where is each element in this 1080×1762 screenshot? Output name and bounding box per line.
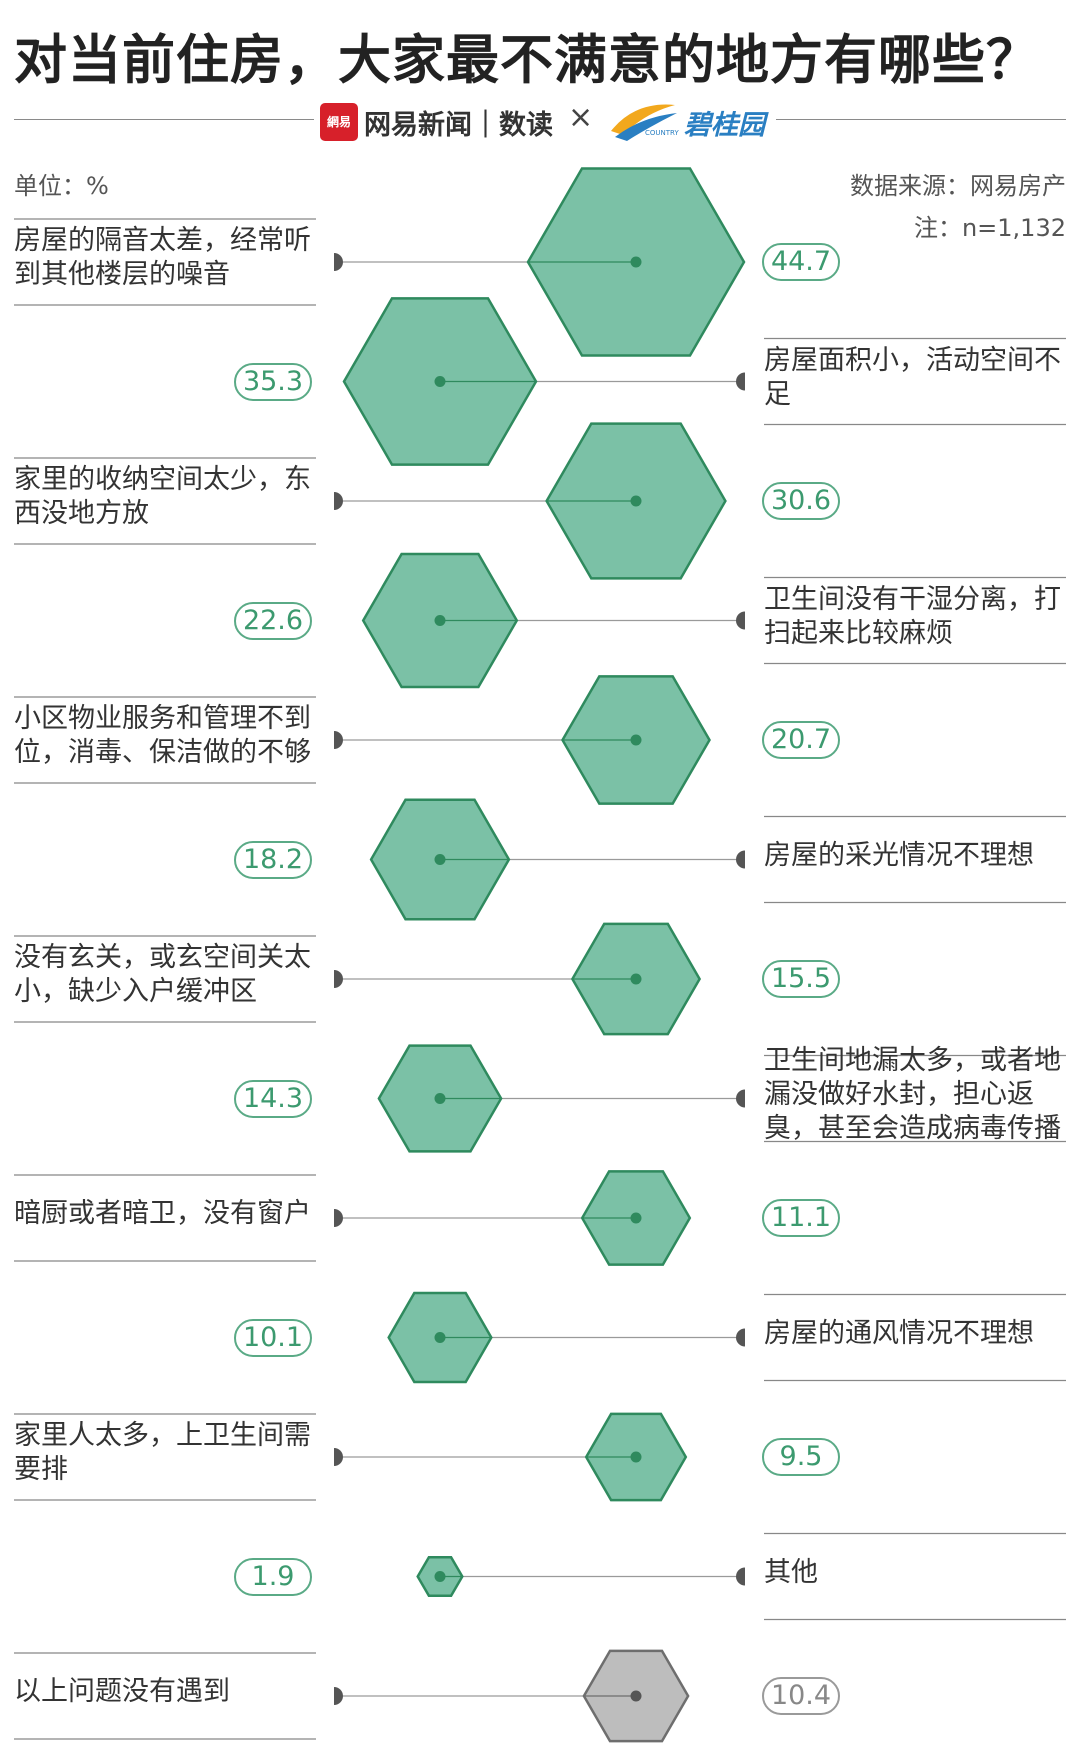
center-dot — [434, 1093, 446, 1104]
note-label: 注：n=1,132 — [913, 214, 1066, 242]
brand-bar: 網易 网易新闻｜数读 × COUNTRY GARDEN 碧桂园 — [0, 95, 1080, 145]
value-label: 35.3 — [234, 362, 312, 401]
category-label: 家里的收纳空间太少，东西没地方放 — [14, 464, 311, 529]
unit-label: 单位：% — [14, 172, 109, 200]
cap-marker — [736, 372, 745, 391]
value-label: 11.1 — [762, 1199, 840, 1237]
cap-marker — [334, 492, 343, 510]
value-label: 1.9 — [234, 1557, 312, 1596]
category-label: 暗厨或者暗卫，没有窗户 — [14, 1198, 311, 1229]
center-dot — [630, 973, 642, 985]
category-label: 家里人太多，上卫生间需要排 — [14, 1420, 311, 1485]
category-label: 没有玄关，或玄空间关太小，缺少入户缓冲区 — [14, 942, 311, 1007]
netease-logo: 網易 — [320, 103, 358, 141]
category-label: 以上问题没有遇到 — [14, 1676, 230, 1707]
cap-marker — [736, 1328, 745, 1347]
center-dot — [630, 734, 642, 746]
center-dot — [434, 1332, 446, 1343]
category-label: 卫生间没有干湿分离，打扫起来比较麻烦 — [764, 583, 1061, 649]
center-dot — [434, 615, 446, 626]
cap-marker — [736, 611, 745, 630]
cap-marker — [334, 1209, 343, 1227]
category-label: 其他 — [764, 1556, 818, 1588]
cap-marker — [736, 850, 745, 869]
value-label: 20.7 — [762, 721, 840, 759]
cap-marker — [334, 1687, 343, 1705]
value-label: 15.5 — [762, 960, 840, 998]
center-dot — [630, 1451, 642, 1463]
category-label: 小区物业服务和管理不到位，消毒、保洁做的不够 — [14, 703, 311, 768]
center-dot — [434, 1571, 446, 1582]
source-label: 数据来源：网易房产 — [850, 172, 1066, 200]
value-label: 10.1 — [234, 1318, 312, 1357]
category-label: 房屋面积小，活动空间不足 — [764, 344, 1061, 410]
center-dot — [630, 1690, 642, 1702]
cap-marker — [334, 731, 343, 749]
value-label: 44.7 — [762, 243, 840, 281]
value-label: 22.6 — [234, 601, 312, 640]
partner-name: 碧桂园 — [684, 110, 765, 141]
svg-text:COUNTRY GARDEN: COUNTRY GARDEN — [645, 129, 681, 137]
cap-marker — [334, 1448, 343, 1466]
center-dot — [630, 495, 642, 507]
brand-name: 网易新闻｜数读 — [364, 110, 553, 141]
cap-marker — [334, 970, 343, 988]
value-label: 30.6 — [762, 482, 840, 520]
page-title: 对当前住房，大家最不满意的地方有哪些？ — [14, 30, 1040, 91]
category-label: 卫生间地漏太多，或者地漏没做好水封，担心返臭，甚至会造成病毒传播 — [764, 1044, 1061, 1144]
value-label: 9.5 — [762, 1438, 840, 1476]
value-label: 18.2 — [234, 840, 312, 879]
value-label: 10.4 — [762, 1677, 840, 1715]
cap-marker — [736, 1089, 745, 1108]
cap-marker — [736, 1567, 745, 1586]
category-label: 房屋的采光情况不理想 — [764, 839, 1034, 871]
value-label: 14.3 — [234, 1079, 312, 1118]
center-dot — [434, 854, 446, 865]
country-garden-logo: COUNTRY GARDEN — [611, 104, 681, 141]
center-dot — [630, 1212, 642, 1224]
center-dot — [434, 376, 446, 387]
cap-marker — [334, 253, 343, 271]
left-divider — [14, 119, 314, 120]
category-label: 房屋的隔音太差，经常听到其他楼层的噪音 — [14, 225, 311, 290]
center-dot — [630, 256, 642, 268]
cross-icon: × — [568, 100, 594, 135]
right-divider — [776, 119, 1066, 120]
category-label: 房屋的通风情况不理想 — [764, 1317, 1034, 1349]
